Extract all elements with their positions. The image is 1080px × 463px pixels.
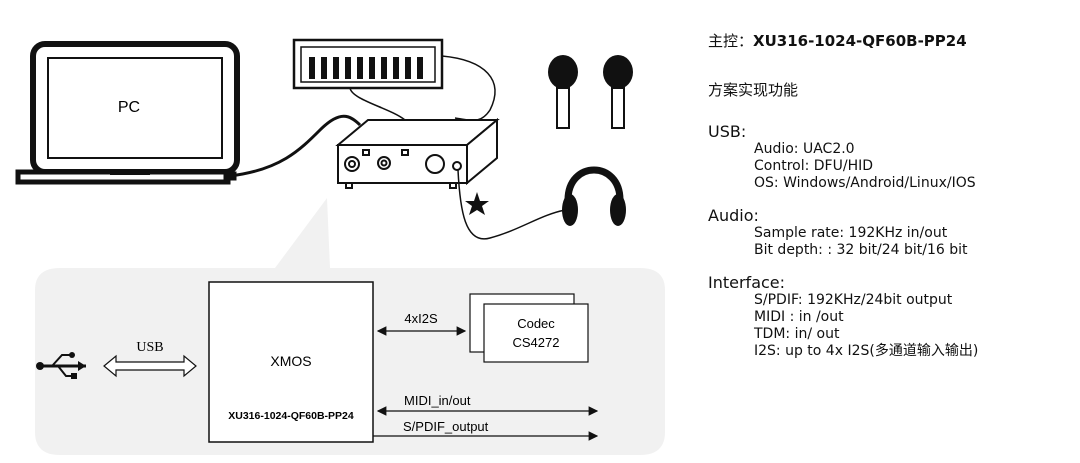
usb-icon	[36, 352, 86, 379]
master-prefix: 主控：	[708, 32, 754, 50]
keyboard-cable-2	[349, 87, 406, 121]
headphones-icon	[562, 166, 626, 226]
spdif-label: S/PDIF_output	[403, 419, 489, 434]
spec-panel: 主控：XU316-1024-QF60B-PP24 方案实现功能 USB: Aud…	[708, 30, 1078, 374]
interface-section: Interface: S/PDIF: 192KHz/24bit output M…	[708, 273, 1078, 360]
i2s-label: 4xI2S	[404, 311, 438, 326]
usb-section: USB: Audio: UAC2.0 Control: DFU/HID OS: …	[708, 122, 1078, 192]
codec-box	[483, 303, 589, 363]
codec-model-label: CS4272	[513, 335, 560, 350]
master-chip-title: 主控：XU316-1024-QF60B-PP24	[708, 30, 1078, 51]
spec-line: TDM: in/ out	[754, 326, 840, 342]
spec-line: Bit depth: : 32 bit/24 bit/16 bit	[754, 242, 968, 258]
usb-link-arrow	[103, 354, 197, 378]
spec-line: Sample rate: 192KHz in/out	[754, 225, 948, 241]
chip-label: XU316-1024-QF60B-PP24	[228, 410, 354, 422]
codec-label: Codec	[517, 316, 555, 331]
spec-line: OS: Windows/Android/Linux/IOS	[754, 175, 976, 191]
midi-keyboard	[292, 38, 444, 90]
section-title: Interface:	[708, 273, 786, 292]
keyboard-cable	[441, 55, 496, 122]
features-title: 方案实现功能	[708, 81, 799, 99]
xmos-box	[208, 281, 374, 443]
system-diagram: PC	[15, 38, 665, 455]
pc-label: PC	[118, 99, 140, 116]
section-title: Audio:	[708, 206, 759, 225]
microphone-icon	[548, 55, 578, 129]
section-title: USB:	[708, 122, 747, 141]
midi-label: MIDI_in/out	[404, 393, 471, 408]
master-chip: XU316-1024-QF60B-PP24	[753, 32, 967, 50]
headphone-cable	[457, 169, 566, 240]
spec-line: Control: DFU/HID	[754, 158, 874, 174]
laptop	[15, 41, 240, 185]
usb-link-label: USB	[136, 340, 163, 355]
spec-line: S/PDIF: 192KHz/24bit output	[754, 292, 953, 308]
audio-section: Audio: Sample rate: 192KHz in/out Bit de…	[708, 206, 1078, 259]
spec-line: I2S: up to 4x I2S(多通道输入输出)	[754, 343, 979, 359]
microphone-icon	[603, 55, 633, 129]
usb-cable	[223, 114, 362, 181]
spec-line: Audio: UAC2.0	[754, 141, 855, 157]
spec-line: MIDI : in /out	[754, 309, 844, 325]
xmos-label: XMOS	[270, 353, 311, 369]
audio-interface	[335, 117, 500, 189]
star-icon	[465, 192, 489, 215]
